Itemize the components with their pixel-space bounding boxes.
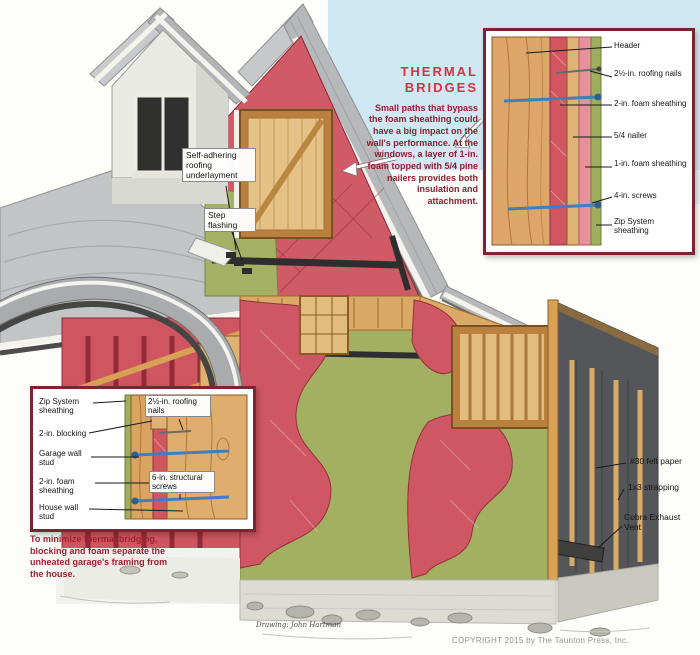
inset-leaders bbox=[525, 46, 613, 226]
callout-felt-paper: #30 felt paper bbox=[630, 456, 682, 466]
callout-exhaust-vent: Cobra Exhaust Vent bbox=[624, 512, 681, 533]
front-wall bbox=[239, 295, 559, 581]
inset-label-foam-1in: 1-in. foam sheathing bbox=[614, 159, 687, 168]
screw-upper bbox=[503, 95, 599, 103]
roofing-nail bbox=[158, 430, 192, 434]
rubble-stones bbox=[59, 565, 651, 640]
thermal-bridges-title: THERMAL BRIDGES bbox=[400, 64, 478, 96]
garage-label-blocking: 2-in. blocking bbox=[39, 429, 87, 438]
window-detail-inset: Header 2½-in. roofing nails 2-in. foam s… bbox=[483, 28, 695, 255]
corner-trim bbox=[547, 299, 559, 581]
inset-label-zip: Zip System sheathing bbox=[614, 217, 655, 236]
dormer bbox=[89, 7, 251, 204]
zip-sheathing-strip bbox=[590, 36, 602, 246]
window-detail-drawing bbox=[491, 36, 613, 246]
inset-label-screws: 4-in. screws bbox=[614, 191, 657, 200]
garage-label-house-stud: House wall stud bbox=[39, 503, 79, 522]
header-wood bbox=[491, 36, 551, 246]
inset-label-roofing-nails: 2½-in. roofing nails bbox=[614, 69, 682, 78]
screw-lower bbox=[134, 495, 230, 503]
garage-label-foam: 2-in. foam sheathing bbox=[39, 477, 75, 496]
leader-step-flashing bbox=[231, 231, 243, 261]
lattice-window bbox=[299, 295, 349, 355]
callout-step-flashing: Step flashing bbox=[204, 208, 256, 233]
thermal-bridges-body: Small paths that bypass the foam sheathi… bbox=[366, 102, 478, 207]
leader-felt bbox=[595, 462, 627, 469]
garage-label-structural-screws: 6-in. structural screws bbox=[149, 471, 215, 494]
screw-lower bbox=[507, 203, 599, 211]
thermal-bridges-block: THERMAL BRIDGES Small paths that bypass … bbox=[366, 64, 478, 208]
garage-label-garage-stud: Garage wall stud bbox=[39, 449, 82, 468]
inset-label-header: Header bbox=[614, 41, 641, 50]
callout-underlayment: Self-adhering roofing underlayment bbox=[182, 148, 256, 183]
callout-strapping: 1x3 strapping bbox=[628, 482, 680, 492]
garage-label-zip: Zip System sheathing bbox=[39, 397, 80, 416]
screw-upper bbox=[134, 449, 230, 457]
pointer-arrows bbox=[341, 118, 484, 177]
nailer-5-4 bbox=[566, 36, 580, 246]
step-flashing-detail bbox=[187, 237, 252, 274]
leader-vent bbox=[597, 525, 623, 549]
leader-strapping bbox=[617, 488, 625, 501]
inset-label-nailer: 5/4 nailer bbox=[614, 131, 647, 140]
copyright-notice: COPYRIGHT 2015 by The Taunton Press, Inc… bbox=[452, 636, 629, 645]
inset-label-foam-2in: 2-in. foam sheathing bbox=[614, 99, 687, 108]
foam-2in bbox=[549, 36, 568, 246]
inset-leaders bbox=[88, 400, 184, 512]
garage-detail-inset: Zip System sheathing 2-in. blocking Gara… bbox=[30, 386, 256, 532]
foundation bbox=[64, 556, 659, 625]
slatted-window bbox=[451, 325, 553, 429]
foam-1in bbox=[578, 36, 592, 246]
drawing-credit: Drawing: John Hartman bbox=[256, 621, 341, 629]
strapping-1x3 bbox=[569, 360, 643, 604]
garage-caption: To minimize thermal bridging, blocking a… bbox=[30, 534, 168, 580]
garage-label-roofing-nails: 2½-in. roofing nails bbox=[145, 395, 211, 418]
roofing-nail bbox=[555, 68, 600, 74]
